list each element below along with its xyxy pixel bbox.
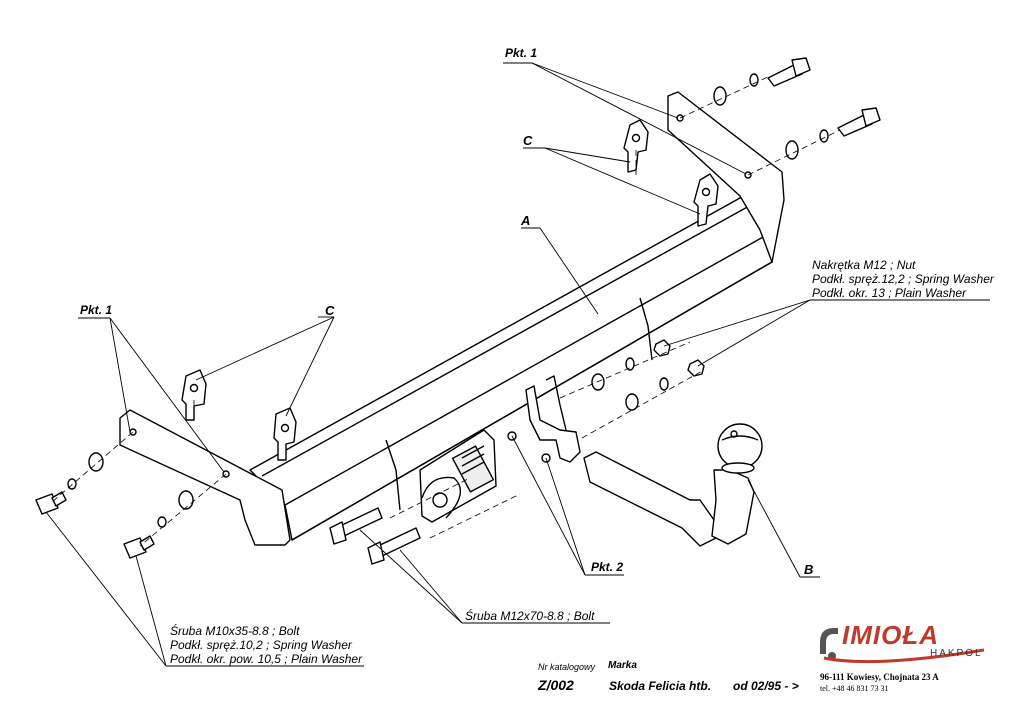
bolt-m10-note-line1: Śruba M10x35-8.8 ; Bolt [170, 624, 300, 638]
bolt-m10-note-line2: Podkł. spręż.10,2 ; Spring Washer [170, 638, 352, 652]
brand-address: 96-111 Kowiesy, Chojnata 23 A [820, 672, 939, 682]
brand-sub: HAKPOL [930, 648, 983, 659]
label-pkt1-top: Pkt. 1 [505, 46, 538, 60]
imiola-logo [820, 628, 985, 664]
label-pkt1-left: Pkt. 1 [80, 303, 113, 317]
bolt-m10-note-line3: Podkł. okr. pow. 10,5 ; Plain Washer [170, 652, 363, 666]
bolt-top-2 [837, 107, 881, 137]
label-pkt2: Pkt. 2 [591, 560, 624, 574]
bolts-m12 [329, 507, 421, 565]
nut-note-line1: Nakrętka M12 ; Nut [812, 258, 916, 272]
socket-plate [419, 429, 497, 523]
washers-top [713, 73, 829, 160]
brand-phone: tel. +48 46 831 73 31 [820, 684, 889, 693]
assembly-axes [51, 75, 841, 547]
center-bracket [507, 375, 581, 463]
plate-c-left-2 [273, 407, 297, 461]
label-c-top: C [523, 133, 533, 148]
left-side-bracket [119, 409, 291, 546]
catalog-from-date: od 02/95 - > [733, 679, 799, 693]
bolts-m10 [35, 452, 194, 559]
ball-neck-b [583, 423, 763, 547]
bolt-top-1 [767, 57, 811, 87]
nut-note-line3: Podkł. okr. 13 ; Plain Washer [812, 286, 967, 300]
label-c-left: C [325, 303, 335, 318]
brand-name: IMIOŁA [842, 620, 939, 650]
plate-c-top-1 [623, 119, 649, 173]
catalog-nr-label: Nr katalogowy [538, 662, 596, 672]
leader-lines [45, 62, 990, 667]
catalog-model: Skoda Felicia htb. [609, 679, 712, 693]
nut-note-line2: Podkł. spręż.12,2 ; Spring Washer [812, 272, 994, 286]
bolt-m12-note: Śruba M12x70-8.8 ; Bolt [465, 609, 595, 623]
catalog-marka-label: Marka [608, 660, 637, 671]
label-b: B [804, 562, 814, 577]
plate-c-top-2 [693, 173, 719, 227]
label-a: A [521, 213, 531, 228]
catalog-number: Z/002 [538, 677, 574, 693]
